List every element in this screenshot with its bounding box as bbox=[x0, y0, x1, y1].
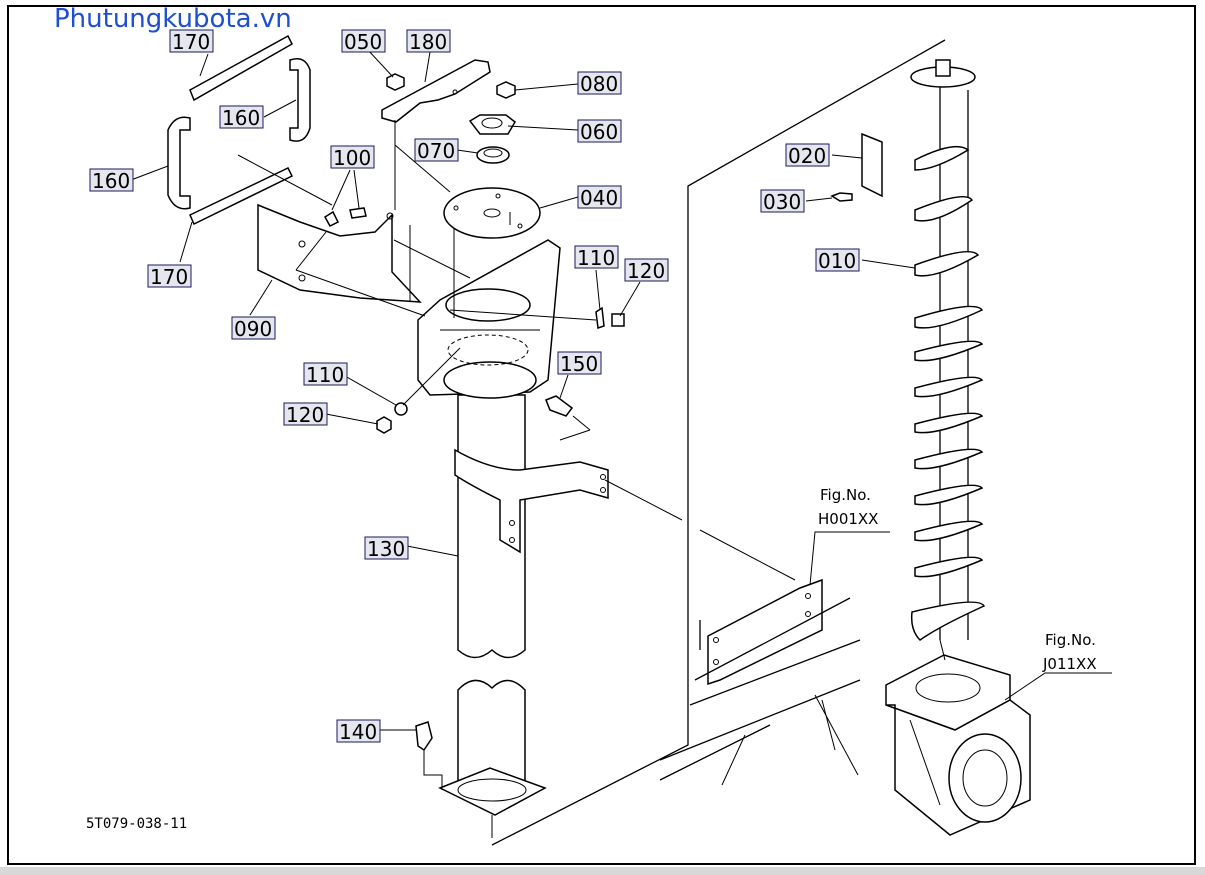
bearing-parts bbox=[468, 81, 516, 225]
svg-text:070: 070 bbox=[417, 139, 455, 163]
callout-040: 040 bbox=[577, 185, 622, 210]
svg-text:030: 030 bbox=[763, 190, 801, 214]
svg-text:110: 110 bbox=[577, 246, 615, 270]
callout-130: 130 bbox=[364, 536, 409, 561]
leader-lines bbox=[130, 49, 1112, 790]
svg-text:120: 120 bbox=[627, 259, 665, 283]
callout-140: 140 bbox=[336, 719, 381, 744]
svg-text:J011XX: J011XX bbox=[1042, 655, 1097, 673]
svg-text:H001XX: H001XX bbox=[818, 510, 878, 528]
svg-text:100: 100 bbox=[333, 146, 371, 170]
callout-170-top: 170 bbox=[169, 29, 214, 54]
auger-010 bbox=[910, 59, 986, 641]
callout-010: 010 bbox=[815, 248, 860, 273]
callout-120-left: 120 bbox=[283, 402, 328, 427]
svg-text:050: 050 bbox=[344, 30, 382, 54]
watermark: Phutungkubota.vn bbox=[54, 4, 292, 34]
figure-ref-h001xx: Fig.No. H001XX bbox=[818, 486, 878, 528]
callout-150: 150 bbox=[557, 351, 602, 376]
panel-outline bbox=[491, 39, 946, 846]
bracket-020 bbox=[830, 132, 883, 202]
svg-text:180: 180 bbox=[409, 30, 447, 54]
callout-100: 100 bbox=[330, 145, 375, 170]
svg-text:150: 150 bbox=[560, 352, 598, 376]
callout-020: 020 bbox=[785, 143, 830, 168]
callout-090: 090 bbox=[231, 316, 276, 341]
svg-text:170: 170 bbox=[150, 265, 188, 289]
fasteners bbox=[323, 207, 625, 752]
callout-labels: 170 050 180 080 160 060 100 070 160 040 … bbox=[89, 29, 860, 744]
callout-110-right: 110 bbox=[574, 245, 619, 270]
grip-parts bbox=[167, 34, 311, 226]
callout-080: 080 bbox=[577, 71, 622, 96]
svg-text:140: 140 bbox=[339, 720, 377, 744]
svg-text:060: 060 bbox=[580, 120, 618, 144]
callout-180: 180 bbox=[406, 29, 451, 54]
drawing-code: 5T079-038-11 bbox=[86, 816, 187, 832]
svg-text:080: 080 bbox=[580, 72, 618, 96]
frame-rail bbox=[659, 578, 861, 786]
svg-text:120: 120 bbox=[286, 403, 324, 427]
drawing-frame bbox=[7, 5, 1196, 865]
callout-110-left: 110 bbox=[303, 362, 348, 387]
svg-text:Fig.No.: Fig.No. bbox=[820, 486, 871, 504]
svg-text:Fig.No.: Fig.No. bbox=[1045, 631, 1096, 649]
svg-text:110: 110 bbox=[306, 363, 344, 387]
callout-050: 050 bbox=[341, 29, 386, 54]
callout-160-left: 160 bbox=[89, 168, 134, 193]
svg-text:090: 090 bbox=[234, 317, 272, 341]
callout-170-bottom: 170 bbox=[147, 264, 192, 289]
svg-text:130: 130 bbox=[367, 537, 405, 561]
callout-160-right: 160 bbox=[219, 105, 264, 130]
figure-ref-j011xx: Fig.No. J011XX bbox=[1042, 631, 1097, 673]
svg-text:160: 160 bbox=[92, 169, 130, 193]
svg-text:040: 040 bbox=[580, 186, 618, 210]
svg-text:020: 020 bbox=[788, 144, 826, 168]
plate-040 bbox=[443, 187, 541, 239]
bracket-180 bbox=[381, 59, 491, 123]
gearbox bbox=[885, 654, 1031, 836]
housing-upper bbox=[417, 239, 561, 399]
cover-090 bbox=[257, 203, 422, 303]
callout-120-right: 120 bbox=[624, 258, 669, 283]
callout-070: 070 bbox=[414, 138, 459, 163]
svg-text:170: 170 bbox=[172, 30, 210, 54]
bracket-band bbox=[454, 448, 609, 554]
callout-060: 060 bbox=[577, 119, 622, 144]
svg-text:010: 010 bbox=[818, 249, 856, 273]
frame-shadow bbox=[0, 867, 1205, 875]
svg-text:160: 160 bbox=[222, 106, 260, 130]
callout-030: 030 bbox=[760, 189, 805, 214]
